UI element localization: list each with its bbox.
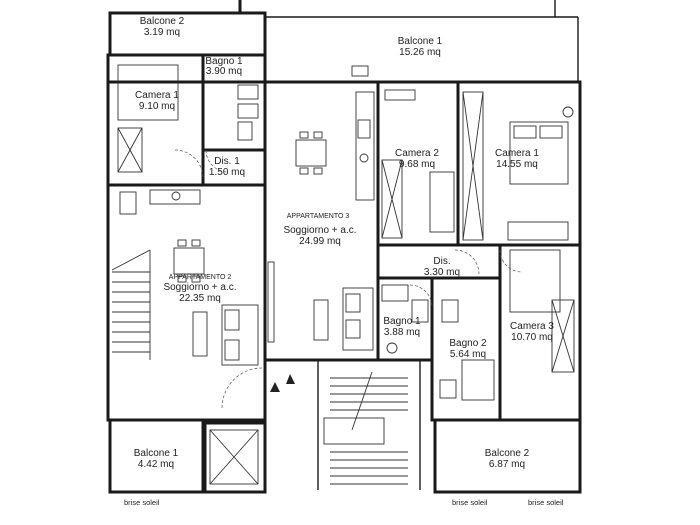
entrance-arrows	[270, 374, 295, 392]
label-bagno2-a3-area: 5.64 mq	[450, 349, 486, 360]
door-swings	[174, 149, 523, 409]
label-brise-soleil-1: brise soleil	[124, 498, 160, 507]
label-bagno1-a2-area: 3.90 mq	[206, 66, 242, 77]
label-camera3-a3-area: 10.70 mq	[511, 332, 553, 343]
label-dis1-a2-name: Dis. 1	[214, 156, 240, 167]
label-dis-a3-area: 3.30 mq	[424, 267, 460, 278]
label-balcone1-bottom-name: Balcone 1	[134, 448, 179, 459]
stairs-central	[323, 371, 408, 485]
label-soggiorno-a2-area: 22.35 mq	[179, 293, 221, 304]
elevator	[209, 429, 259, 485]
label-camera2-a3-area: 9.68 mq	[399, 159, 435, 170]
label-soggiorno-a3-area: 24.99 mq	[299, 236, 341, 247]
label-brise-soleil-3: brise soleil	[528, 498, 564, 507]
label-balcone1-bottom-area: 4.42 mq	[138, 459, 174, 470]
label-camera2-a3-name: Camera 2	[395, 148, 439, 159]
label-soggiorno-a3-name: Soggiorno + a.c.	[283, 225, 356, 236]
furniture	[117, 64, 575, 401]
label-soggiorno-a2-name: Soggiorno + a.c.	[163, 282, 236, 293]
label-balcone1-top-name: Balcone 1	[398, 36, 443, 47]
walls	[106, 0, 582, 494]
label-balcone2-bottom-name: Balcone 2	[485, 448, 530, 459]
stairs-internal-a2	[111, 249, 151, 360]
label-camera1-a2-area: 9.10 mq	[139, 101, 175, 112]
label-bagno1-a3-name: Bagno 1	[383, 316, 421, 327]
label-brise-soleil-2: brise soleil	[452, 498, 488, 507]
label-appartamento2: APPARTAMENTO 2	[169, 274, 232, 281]
label-appartamento3: APPARTAMENTO 3	[287, 213, 350, 220]
label-balcone2-bottom-area: 6.87 mq	[489, 459, 525, 470]
label-bagno1-a3-area: 3.88 mq	[384, 327, 420, 338]
label-dis-a3-name: Dis.	[433, 256, 450, 267]
label-camera1-a3-name: Camera 1	[495, 148, 539, 159]
label-camera3-a3-name: Camera 3	[510, 321, 554, 332]
label-balcone2-top-name: Balcone 2	[140, 16, 185, 27]
label-camera1-a2-name: Camera 1	[135, 90, 179, 101]
label-camera1-a3-area: 14.55 mq	[496, 159, 538, 170]
label-dis1-a2-area: 1.50 mq	[209, 167, 245, 178]
label-bagno1-a2-name: Bagno 1	[205, 56, 243, 67]
room-labels: Balcone 2 3.19 mq Balcone 1 15.26 mq Bag…	[124, 16, 564, 507]
label-balcone1-top-area: 15.26 mq	[399, 47, 441, 58]
label-bagno2-a3-name: Bagno 2	[449, 338, 487, 349]
label-balcone2-top-area: 3.19 mq	[144, 27, 180, 38]
